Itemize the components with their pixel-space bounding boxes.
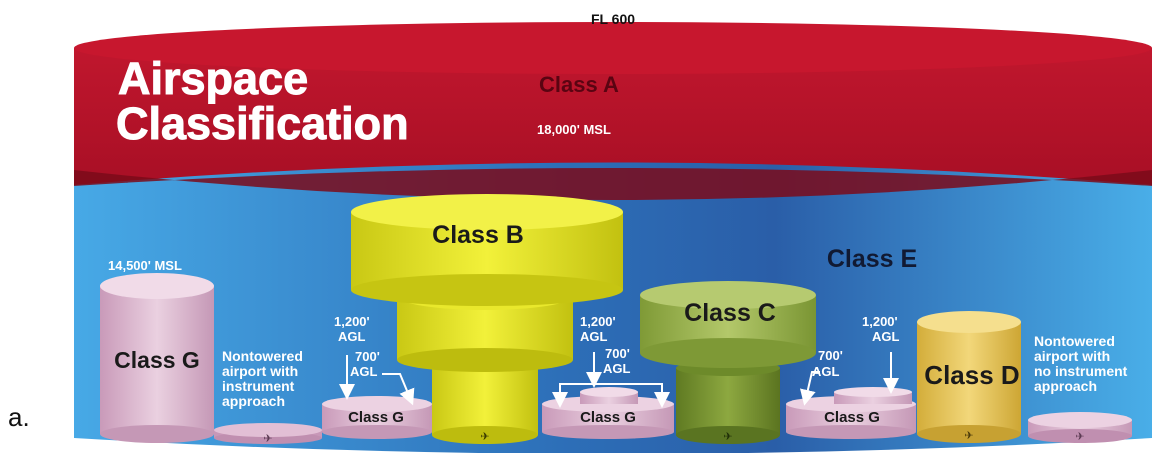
class-b-airspace — [351, 194, 623, 444]
agl-arrows — [339, 352, 899, 408]
agl-700-b-value: 700' — [355, 349, 380, 364]
agl-700-d-value: 700' — [818, 348, 843, 363]
class-e-label: Class E — [827, 245, 917, 273]
note-right-line: approach — [1034, 378, 1097, 394]
note-left: Nontowered airport with instrument appro… — [222, 348, 303, 409]
plane-icon: ✈ — [964, 430, 973, 442]
class-a-label: Class A — [539, 72, 619, 97]
svg-text:✈: ✈ — [964, 430, 973, 442]
note-right-line: Nontowered — [1034, 333, 1115, 349]
class-c-airspace — [640, 281, 816, 444]
agl-1200-b-value: 1,200' — [334, 314, 370, 329]
class-g-pad-left — [214, 423, 322, 444]
plane-icon: ✈ — [723, 431, 732, 443]
agl-1200-d-unit: AGL — [872, 329, 900, 344]
agl-1200-b-unit: AGL — [338, 329, 366, 344]
agl-700-c-value: 700' — [605, 346, 630, 361]
class-g-label-c: Class G — [580, 409, 636, 426]
agl-700-d-unit: AGL — [812, 364, 840, 379]
class-a-floor-label: 18,000' MSL — [537, 122, 611, 137]
class-d-airspace — [917, 311, 1021, 443]
class-g-ceiling-label: 14,500' MSL — [108, 258, 182, 273]
note-left-line: approach — [222, 393, 285, 409]
svg-text:✈: ✈ — [480, 431, 489, 443]
svg-text:✈: ✈ — [723, 431, 732, 443]
agl-700-c-unit: AGL — [603, 361, 631, 376]
svg-text:✈: ✈ — [1075, 431, 1084, 443]
class-c-label: Class C — [684, 299, 776, 327]
note-left-line: airport with — [222, 363, 298, 379]
plane-icon: ✈ — [263, 433, 272, 445]
class-g-pad-right — [1028, 412, 1132, 443]
agl-1200-c-value: 1,200' — [580, 314, 616, 329]
class-d-label: Class D — [924, 360, 1019, 390]
class-g-tall-label: Class G — [114, 347, 200, 373]
note-right: Nontowered airport with no instrument ap… — [1034, 333, 1128, 394]
class-a-airspace — [74, 22, 1152, 200]
top-label: FL 600 — [591, 11, 635, 27]
class-g-shelf-d — [786, 387, 916, 439]
note-left-line: instrument — [222, 378, 295, 394]
svg-text:✈: ✈ — [263, 433, 272, 445]
class-g-label-d: Class G — [824, 409, 880, 426]
plane-icon: ✈ — [1075, 431, 1084, 443]
diagram-title-line2: Classification — [116, 98, 409, 149]
note-right-line: airport with — [1034, 348, 1110, 364]
class-g-shelf-c — [542, 387, 674, 439]
figure-caption: a. — [8, 402, 30, 432]
agl-1200-c-unit: AGL — [580, 329, 608, 344]
agl-labels: 1,200' AGL 700' AGL 1,200' AGL 700' AGL … — [334, 314, 900, 379]
diagram-title-line1: Airspace — [118, 53, 308, 104]
class-g-tall-column — [100, 273, 214, 443]
plane-icon: ✈ — [480, 431, 489, 443]
class-b-label: Class B — [432, 221, 524, 249]
agl-1200-d-value: 1,200' — [862, 314, 898, 329]
agl-700-b-unit: AGL — [350, 364, 378, 379]
class-g-label-b: Class G — [348, 409, 404, 426]
note-right-line: no instrument — [1034, 363, 1128, 379]
class-g-shelf-b — [322, 396, 432, 439]
note-left-line: Nontowered — [222, 348, 303, 364]
